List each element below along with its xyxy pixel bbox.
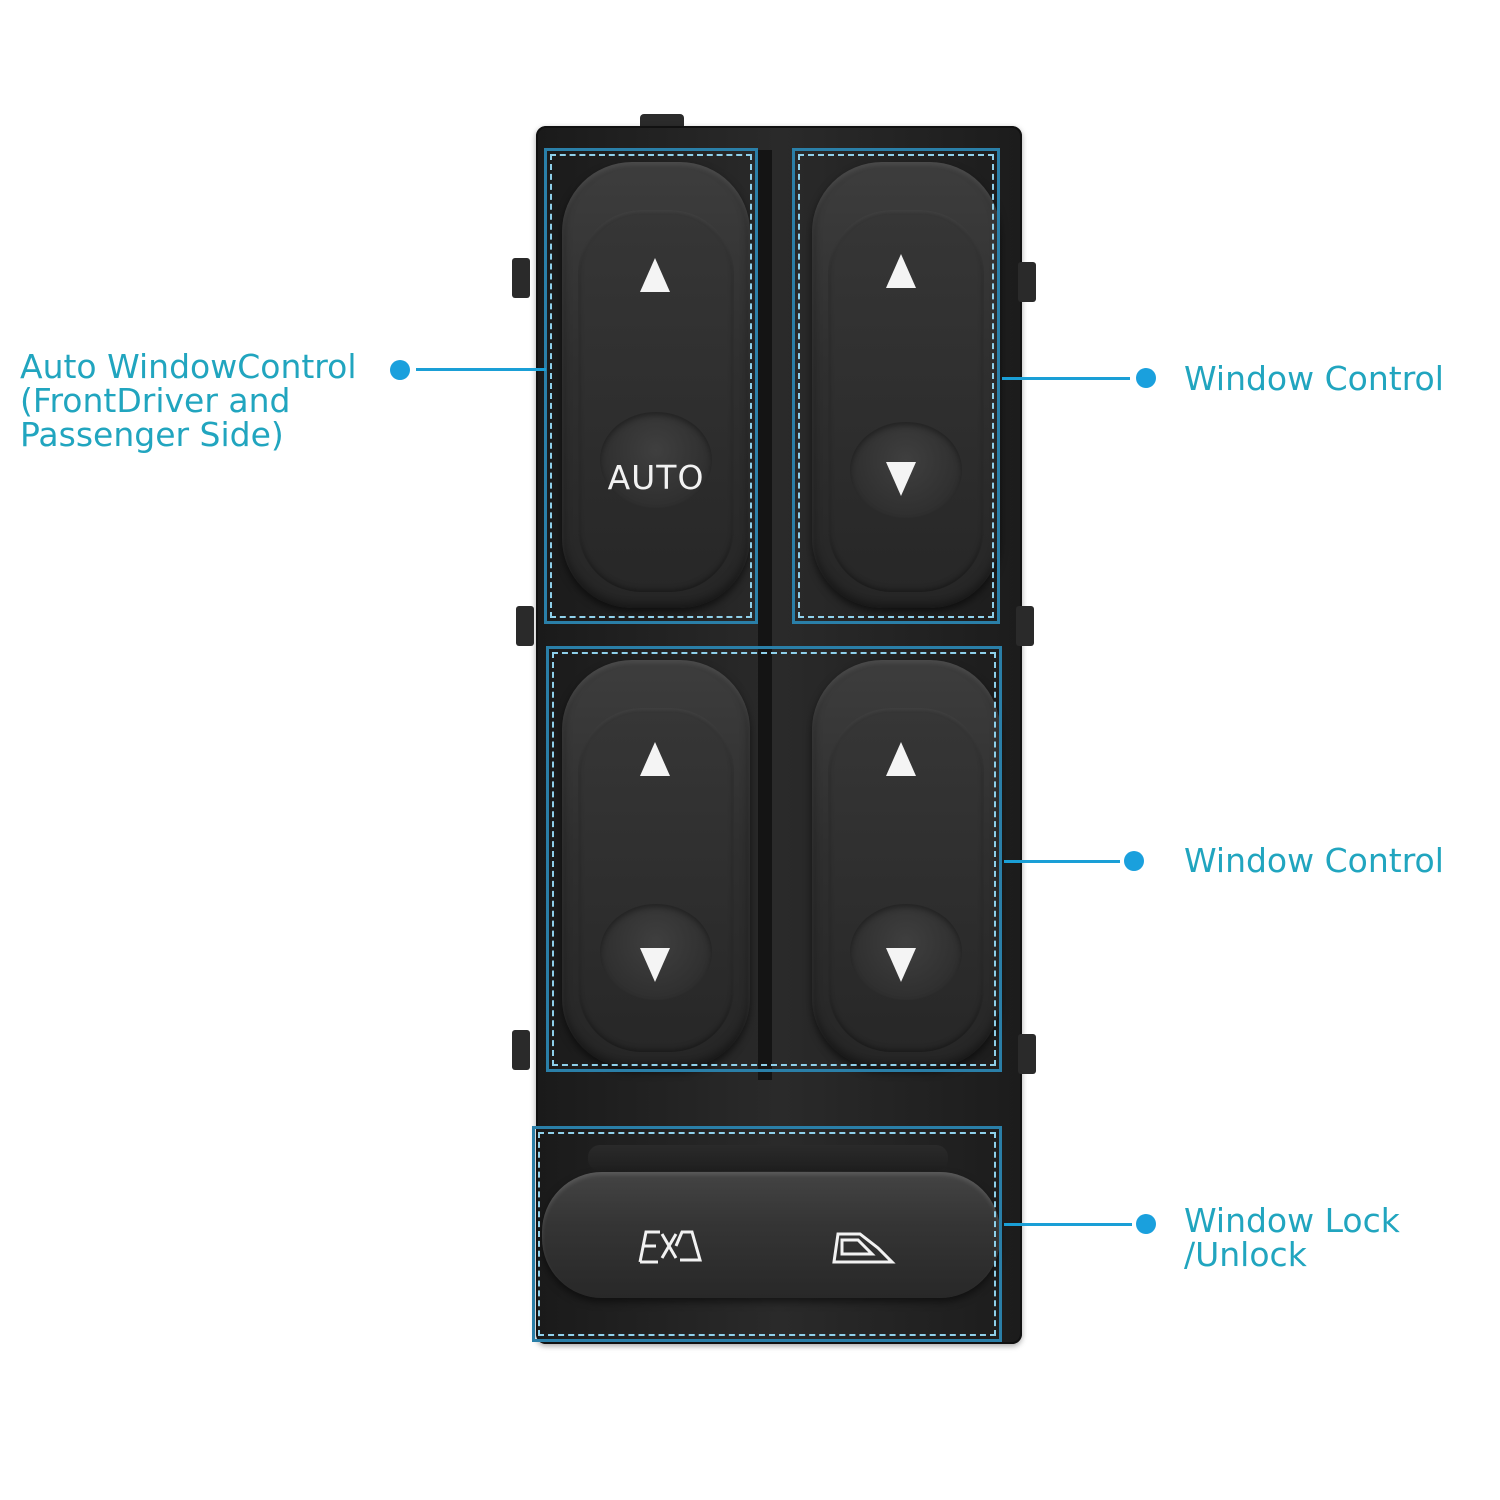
front-window-highlight-frame	[792, 148, 1000, 624]
auto-window-highlight-frame	[544, 148, 758, 624]
callout-front-window-control: Window Control	[1184, 362, 1444, 396]
callout-line: /Unlock	[1184, 1235, 1307, 1274]
lock-highlight-frame	[532, 1126, 1002, 1342]
callout-line: Window Lock	[1184, 1201, 1400, 1240]
rear-window-highlight-frame	[546, 646, 1002, 1072]
rocker-dimple	[600, 412, 712, 508]
callout-leader	[1004, 1223, 1132, 1226]
callout-leader	[416, 368, 546, 371]
center-seam	[758, 150, 772, 1080]
callout-dot	[1124, 851, 1144, 871]
window-lock-icon	[638, 1230, 702, 1264]
callout-dot	[390, 360, 410, 380]
up-arrow-icon	[886, 742, 916, 776]
mount-tab	[512, 1030, 530, 1070]
up-arrow-icon	[640, 258, 670, 292]
mount-tab	[1018, 1034, 1036, 1074]
up-arrow-icon	[640, 742, 670, 776]
callout-dot	[1136, 1214, 1156, 1234]
callout-line: Window Control	[1184, 359, 1444, 398]
window-switch-front-passenger[interactable]	[812, 162, 1000, 608]
window-switch-rear-left[interactable]	[562, 660, 750, 1068]
down-arrow-icon	[640, 948, 670, 982]
callout-dot	[1136, 368, 1156, 388]
callout-rear-window-control: Window Control	[1184, 844, 1444, 878]
up-arrow-icon	[886, 254, 916, 288]
callout-window-lock: Window Lock /Unlock	[1184, 1204, 1400, 1272]
callout-auto-window-control: Auto WindowControl (FrontDriver and Pass…	[20, 350, 357, 452]
callout-leader	[1004, 860, 1120, 863]
top-mount-pin	[640, 114, 684, 128]
down-arrow-icon	[886, 948, 916, 982]
callout-leader	[1002, 377, 1130, 380]
callout-line: Passenger Side)	[20, 415, 284, 454]
callout-line: Auto WindowControl	[20, 347, 357, 386]
window-switch-rear-right[interactable]	[812, 660, 1000, 1068]
window-unlock-icon	[832, 1232, 896, 1264]
window-lock-switch[interactable]	[542, 1172, 1000, 1298]
callout-line: Window Control	[1184, 841, 1444, 880]
callout-line: (FrontDriver and	[20, 381, 291, 420]
auto-window-switch[interactable]: AUTO	[562, 162, 750, 608]
mount-tab	[1016, 606, 1034, 646]
mount-tab	[1018, 262, 1036, 302]
mount-tab	[516, 606, 534, 646]
lock-switch-ridge	[588, 1145, 948, 1171]
auto-label: AUTO	[607, 458, 705, 497]
down-arrow-icon	[886, 462, 916, 496]
mount-tab	[512, 258, 530, 298]
